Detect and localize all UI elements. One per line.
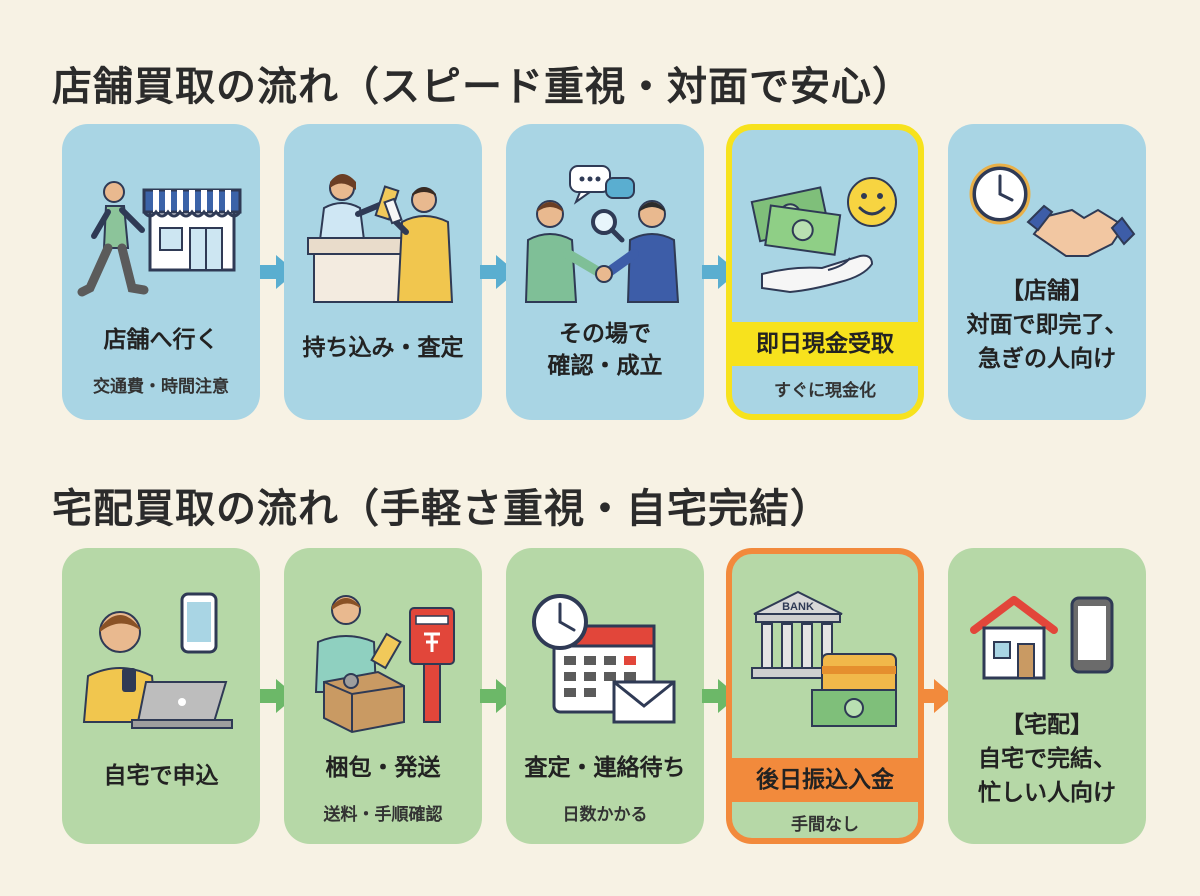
home-step-note: 送料・手順確認	[323, 805, 443, 825]
walking-to-store-icon	[62, 148, 260, 318]
store-flow-row: 店舗へ行く 交通費・時間注意	[0, 124, 1200, 420]
store-step-confirm-deal: その場で 確認・成立	[506, 124, 704, 420]
bank-card-icon: BANK	[732, 572, 918, 742]
clock-handshake-icon	[948, 144, 1146, 264]
store-step-bring-in-appraisal: 持ち込み・査定	[284, 124, 482, 420]
home-step-label: 自宅で申込	[103, 763, 219, 789]
home-summary-card: 【宅配】 自宅で完結、 忙しい人向け	[948, 548, 1146, 844]
summary-line: 対面で即完了、	[966, 312, 1128, 338]
summary-line: 【宅配】	[1001, 712, 1093, 738]
store-step-label: 店舗へ行く	[103, 327, 219, 353]
arrow-right-icon	[700, 676, 740, 716]
store-summary-card: 【店舗】 対面で即完了、 急ぎの人向け	[948, 124, 1146, 420]
home-step-label: 梱包・発送	[325, 755, 441, 781]
home-step-note: 手間なし	[791, 815, 859, 835]
cash-in-hand-icon	[732, 148, 918, 318]
handshake-deal-icon	[506, 148, 704, 318]
arrow-right-orange-icon	[916, 676, 956, 716]
packing-mailbox-icon	[284, 572, 482, 742]
bank-sign-text: BANK	[782, 601, 814, 613]
home-step-note: 日数かかる	[562, 805, 648, 825]
house-phone-icon	[948, 586, 1146, 696]
home-step-label: 査定・連絡待ち	[524, 755, 686, 781]
store-step-note: 交通費・時間注意	[93, 377, 229, 397]
store-step-label: 持ち込み・査定	[302, 335, 464, 361]
store-step-go-to-store: 店舗へ行く 交通費・時間注意	[62, 124, 260, 420]
home-step-later-transfer: BANK 後日振込入金 手間なし	[726, 548, 924, 844]
person-laptop-phone-icon	[62, 572, 260, 742]
arrow-right-icon	[700, 252, 740, 292]
arrow-right-icon	[478, 676, 518, 716]
home-flow-row: 自宅で申込 梱包・発送 送料・手順確認	[0, 548, 1200, 844]
store-highlight-badge: 即日現金受取	[726, 322, 924, 366]
store-summary-text: 【店舗】 対面で即完了、 急ぎの人向け	[948, 274, 1146, 376]
home-summary-text: 【宅配】 自宅で完結、 忙しい人向け	[948, 708, 1146, 810]
home-section-title: 宅配買取の流れ（手軽さ重視・自宅完結）	[52, 486, 831, 532]
store-step-label-line-1: その場で	[559, 321, 651, 347]
summary-line: 急ぎの人向け	[978, 346, 1116, 372]
store-step-label-line-2: 確認・成立	[547, 353, 663, 379]
arrow-right-icon	[258, 676, 298, 716]
arrow-right-icon	[478, 252, 518, 292]
home-highlight-badge: 後日振込入金	[726, 758, 924, 802]
calendar-mail-icon	[506, 572, 704, 742]
summary-line: 自宅で完結、	[978, 746, 1116, 772]
store-section-title: 店舗買取の流れ（スピード重視・対面で安心）	[52, 64, 913, 110]
home-step-apply-at-home: 自宅で申込	[62, 548, 260, 844]
store-step-same-day-cash: 即日現金受取 すぐに現金化	[726, 124, 924, 420]
home-step-pack-ship: 梱包・発送 送料・手順確認	[284, 548, 482, 844]
store-step-note: すぐに現金化	[774, 381, 876, 401]
home-step-wait-appraisal: 査定・連絡待ち 日数かかる	[506, 548, 704, 844]
arrow-right-icon	[258, 252, 298, 292]
summary-line: 【店舗】	[1001, 278, 1093, 304]
counter-appraisal-icon	[284, 148, 482, 318]
summary-line: 忙しい人向け	[978, 780, 1116, 806]
